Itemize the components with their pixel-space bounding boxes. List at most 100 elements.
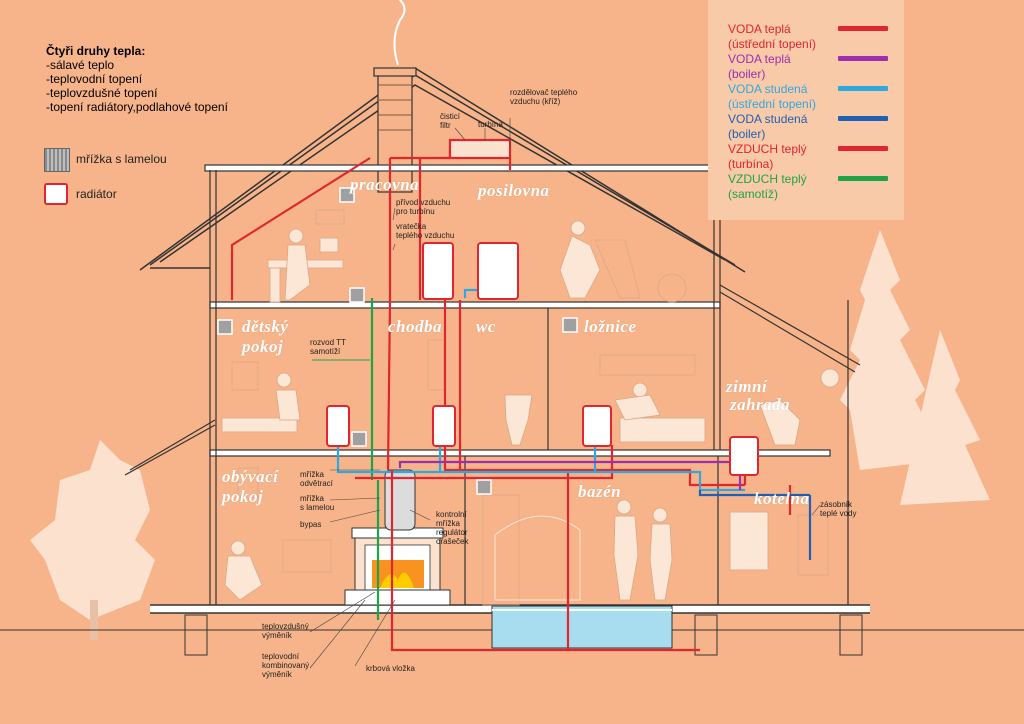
heating-type-item: -sálavé teplo [46,58,228,72]
grille [350,288,364,302]
label-turbina: turbína [478,120,503,129]
label-line: výměník [262,631,292,640]
legend: VODA teplá(ústřední topení) VODA teplá(b… [708,0,904,220]
tree-right [840,230,990,505]
fireplace [345,470,450,605]
legend-swatch [838,176,888,181]
legend-item: VODA teplá(boiler) [728,52,791,82]
radiator-key-icon [44,183,68,205]
label-line: kombinovaný [262,661,309,670]
chimney [374,0,416,192]
label-line: vratečka [396,222,426,231]
legend-swatch [838,146,888,151]
legend-swatch [838,116,888,121]
label-line: filtr [440,121,451,130]
room-label-wc: wc [476,318,496,336]
tree-left [30,440,155,640]
grille [477,480,491,494]
heating-type-item: -teplovzdušné topení [46,86,228,100]
radiator [583,406,611,446]
label-krbova: krbová vložka [366,664,415,673]
label-line: s lamelou [300,503,334,512]
legend-sublabel: (boiler) [728,67,765,81]
room-label-zahrada: zahrada [730,396,790,414]
room-label-posilovna: posilovna [478,182,550,200]
label-line: mřížka [436,519,460,528]
radiator-key-label: radiátor [76,187,117,201]
label-line: kontrolní [436,510,467,519]
heating-types-heading: Čtyři druhy tepla: [46,44,228,58]
legend-sublabel: (ústřední topení) [728,97,816,111]
legend-label: VODA studená [728,82,807,96]
room-label-pokoj-2: pokoj [222,488,263,506]
label-bypas: bypas [300,520,321,529]
label-line: čisticí [440,112,460,121]
label-line: rozvod TT [310,338,346,347]
legend-sublabel: (turbína) [728,157,773,171]
label-line: odvětrací [300,479,333,488]
legend-item: VODA studená(ústřední topení) [728,82,816,112]
grille [218,320,232,334]
legend-label: VZDUCH teplý [728,142,807,156]
legend-item: VODA studená(boiler) [728,112,807,142]
radiator [478,243,518,299]
label-line: teplého vzduchu [396,231,454,240]
label-line: přívod vzduchu [396,198,450,207]
grille-key-label: mřížka s lamelou [76,152,167,166]
room-label-bazen: bazén [578,483,621,501]
label-line: regulátor [436,528,468,537]
label-line: rozdělovač teplého [510,88,577,97]
label-line: teplovodní [262,652,299,661]
legend-sublabel: (samotíž) [728,187,778,201]
legend-swatch [838,86,888,91]
radiator [327,406,349,446]
label-line: pro turbínu [396,207,435,216]
legend-label: VZDUCH teplý [728,172,807,186]
heating-type-item: -teplovodní topení [46,72,228,86]
room-label-kotelna: kotelna [754,490,809,508]
label-line: orašeček [436,537,468,546]
label-line: mřížka [300,494,324,503]
legend-sublabel: (boiler) [728,127,765,141]
radiator [730,437,758,475]
grille [563,318,577,332]
legend-swatch [838,56,888,61]
radiator [433,406,455,446]
heating-type-item: -topení radiátory,podlahové topení [46,100,228,114]
legend-label: VODA studená [728,112,807,126]
room-label-chodba: chodba [388,318,442,336]
legend-item: VODA teplá(ústřední topení) [728,22,816,52]
room-label-zimni: zimní [726,378,767,396]
label-line: výměník [262,670,292,679]
legend-label: VODA teplá [728,52,791,66]
room-label-obyvaci: obývací [222,468,278,486]
legend-swatch [838,26,888,31]
room-label-pokoj: pokoj [242,338,283,356]
label-line: teplé vody [820,509,856,518]
label-line: zásobník [820,500,852,509]
grille [352,432,366,446]
legend-item: VZDUCH teplý(samotíž) [728,172,807,202]
room-label-detsky: dětský [242,318,288,336]
label-line: samotíží [310,347,340,356]
label-line: mřížka [300,470,324,479]
label-line: teplovzdušný [262,622,309,631]
legend-item: VZDUCH teplý(turbína) [728,142,807,172]
label-line: vzduchu (kříž) [510,97,560,106]
heating-types: Čtyři druhy tepla: -sálavé teplo -teplov… [46,44,228,114]
legend-sublabel: (ústřední topení) [728,37,816,51]
radiator [423,243,453,299]
grille-key-icon [44,148,70,172]
legend-label: VODA teplá [728,22,791,36]
